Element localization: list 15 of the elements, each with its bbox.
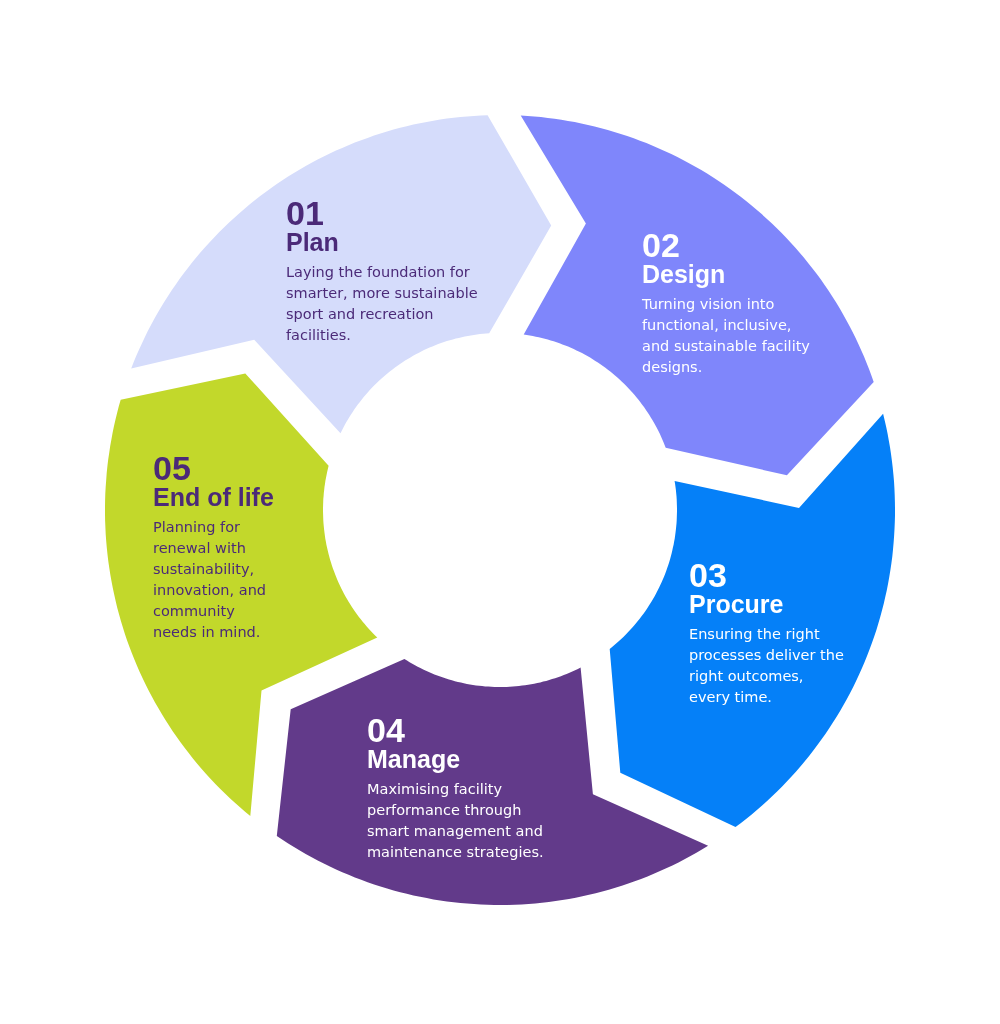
step-title: Plan — [286, 228, 339, 256]
step-title: Design — [642, 260, 726, 288]
step-description: Laying the foundation for smarter, more sustainable sport and recreation facilities. — [286, 263, 479, 345]
step-number: 03 — [689, 558, 727, 592]
step-description: Planning for renewal with sustainability, innovation, and community needs in mind. — [153, 518, 268, 642]
step-number: 05 — [153, 451, 191, 485]
step-number: 02 — [642, 228, 680, 262]
step-title: Manage — [367, 745, 461, 773]
step-description: Ensuring the right processes deliver the right outcomes, every time. — [689, 625, 845, 707]
step-number: 01 — [286, 196, 324, 230]
step-description: Maximising facility performance through smart management and maintenance strategies. — [367, 780, 545, 862]
step-title: Procure — [689, 590, 784, 618]
step-description: Turning vision into functional, inclusive, and sustainable facility designs. — [642, 295, 811, 377]
step-number: 04 — [367, 713, 405, 747]
step-title: End of life — [153, 483, 274, 511]
